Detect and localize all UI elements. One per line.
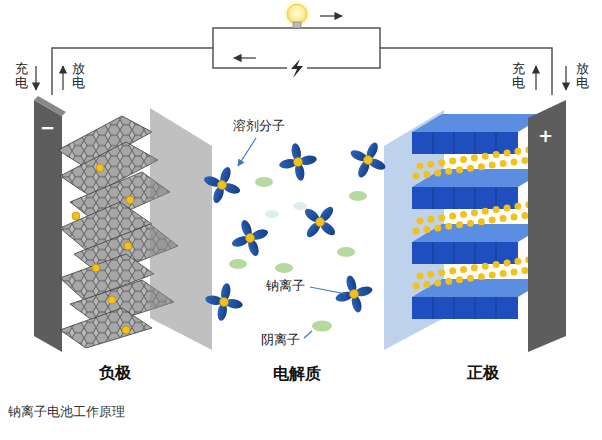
negative-electrode-illustration xyxy=(34,96,212,352)
region-label: 电解质 xyxy=(273,364,321,383)
charge-label: 充电 xyxy=(512,62,525,91)
positive-electrode-illustration xyxy=(384,100,566,352)
electrode-heading: 负极 xyxy=(99,363,131,382)
electrode: + 正极 xyxy=(390,95,575,390)
callout-label: 钠离子 xyxy=(266,278,305,294)
discharge-label: 放电 xyxy=(72,62,85,91)
circuit-wire xyxy=(52,48,552,95)
callout-label: 溶剂分子 xyxy=(233,118,285,134)
polarity-sign: − xyxy=(40,117,55,139)
callout-label: 阴离子 xyxy=(261,332,300,348)
bulb-branch xyxy=(213,28,380,48)
charge-label: 充电 xyxy=(15,62,28,91)
polarity-sign: + xyxy=(538,125,553,147)
leader-lines xyxy=(238,138,346,338)
discharge-label: 放电 xyxy=(576,62,589,91)
current-arrows xyxy=(234,16,342,58)
solvated-sodium-ions xyxy=(198,135,394,324)
anions xyxy=(229,177,367,332)
light-bulb xyxy=(284,1,310,28)
electrode-heading: 正极 xyxy=(467,363,499,382)
figure-caption: 钠离子电池工作原理 xyxy=(8,404,125,420)
electrode: − 负极 xyxy=(30,95,200,390)
